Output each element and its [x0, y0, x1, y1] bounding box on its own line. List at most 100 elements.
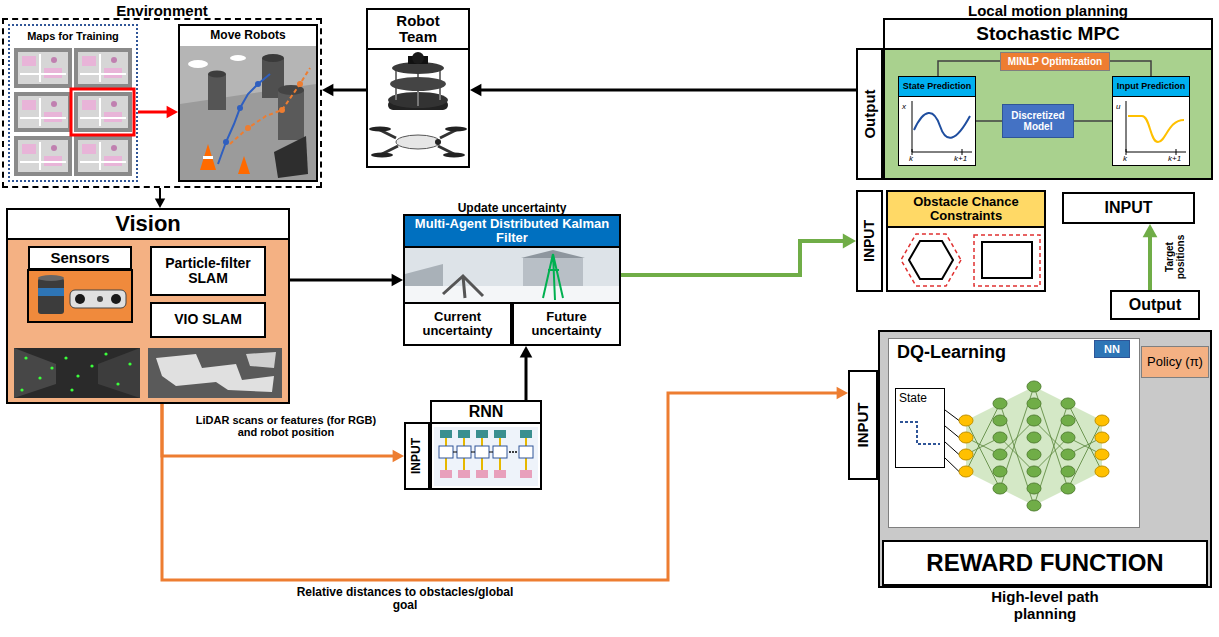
node-text: Maps for Training	[27, 30, 119, 42]
art-part	[993, 398, 1007, 409]
art-part	[230, 55, 246, 61]
art-part	[959, 415, 1109, 477]
art-part	[405, 248, 619, 302]
node-text: Output	[861, 89, 878, 138]
art-part	[104, 352, 107, 355]
art-part	[515, 451, 517, 453]
art-part	[1126, 101, 1186, 152]
node-text: Particle-filter SLAM	[155, 256, 261, 287]
node-text: Sensors	[50, 250, 109, 267]
connector-line	[332, 89, 366, 92]
title-band: Move Robots	[180, 26, 316, 46]
art-part	[458, 430, 470, 438]
arrow-head	[167, 106, 178, 119]
art-part	[38, 278, 64, 314]
input-box: INPUT	[1062, 192, 1195, 224]
art-part	[909, 241, 953, 279]
text-area: Future uncertainty	[514, 304, 619, 344]
art-part	[1061, 415, 1075, 426]
art-part	[982, 242, 1032, 278]
art-part	[70, 290, 126, 308]
art-part	[262, 54, 284, 62]
art-part	[405, 264, 443, 286]
art-part	[1095, 432, 1109, 443]
uncertainty-box: Current uncertainty	[403, 302, 512, 346]
art-part	[245, 125, 251, 131]
art-part	[1027, 483, 1041, 494]
art-part	[223, 139, 229, 145]
art-part	[75, 294, 85, 304]
axis-label: k	[909, 155, 913, 163]
connector-line	[480, 89, 856, 92]
connector-line	[1148, 236, 1152, 290]
art-part	[230, 68, 310, 144]
filter-panel: Update uncertaintyMulti-Agent Distribute…	[403, 214, 621, 346]
input-tab: INPUT	[848, 370, 878, 480]
art-part	[966, 387, 1102, 506]
art-part	[446, 438, 526, 470]
map-set: Maps for Training	[8, 24, 138, 182]
title-band: RNN	[432, 402, 540, 424]
art-part	[1128, 116, 1184, 142]
art-part	[457, 446, 471, 458]
policy-box: Policy (π)	[1141, 346, 1209, 378]
output-tab: Output	[856, 48, 883, 180]
connector-line	[1074, 120, 1112, 122]
art-part	[435, 139, 441, 145]
art-part	[38, 376, 41, 379]
title-band: Input Prediction	[1113, 77, 1189, 97]
arrow-head	[470, 84, 481, 97]
text-area: Particle-filter SLAM	[152, 248, 264, 294]
art-part	[1027, 398, 1041, 409]
art-part	[959, 432, 973, 443]
node-text: Vision	[115, 212, 181, 236]
robot-team-box: Robot Team	[366, 8, 470, 168]
node-text: RNN	[469, 403, 504, 421]
axis-label: k	[1123, 155, 1127, 163]
connector	[155, 188, 165, 208]
connector-line	[138, 111, 168, 114]
art-part	[38, 275, 64, 281]
art-part	[14, 348, 140, 398]
connector-line	[290, 279, 393, 282]
arrow-head	[837, 387, 848, 400]
text-area: Output	[1112, 292, 1198, 318]
art-part	[1095, 415, 1109, 426]
art-part	[279, 107, 285, 113]
art-part	[180, 46, 316, 180]
axis-label: k+1	[954, 155, 967, 163]
connector	[138, 106, 178, 119]
connector-line	[621, 241, 844, 275]
art-part	[76, 374, 79, 377]
reward-band: REWARD FUNCTION	[882, 540, 1208, 586]
node-text: High-level path planning	[975, 589, 1115, 622]
art-part	[519, 446, 533, 458]
node-text: MINLP Optimization	[1008, 56, 1102, 67]
art-part	[24, 356, 27, 359]
art-part	[97, 296, 103, 302]
node-text: Obstacle Chance Constraints	[891, 195, 1041, 224]
art-part	[440, 470, 452, 478]
art-part	[98, 348, 140, 398]
art-part	[218, 74, 270, 164]
art-part	[1061, 483, 1075, 494]
art-part	[128, 362, 131, 365]
slam-box: VIO SLAM	[150, 302, 266, 338]
output-box: Output	[1110, 290, 1200, 320]
art-part	[475, 446, 489, 458]
art-part	[1061, 466, 1075, 477]
art-part	[50, 366, 53, 369]
connector-line	[162, 404, 394, 456]
art-part	[494, 470, 506, 478]
art-part	[238, 156, 250, 174]
art-part	[440, 430, 452, 438]
input-tab: INPUT	[856, 190, 883, 292]
art-part	[1027, 381, 1041, 392]
node-text: Stochastic MPC	[976, 24, 1120, 45]
art-part	[208, 71, 226, 78]
connector	[938, 61, 1000, 76]
art-part	[200, 144, 216, 170]
art-part	[111, 294, 121, 304]
art-part	[14, 348, 56, 398]
